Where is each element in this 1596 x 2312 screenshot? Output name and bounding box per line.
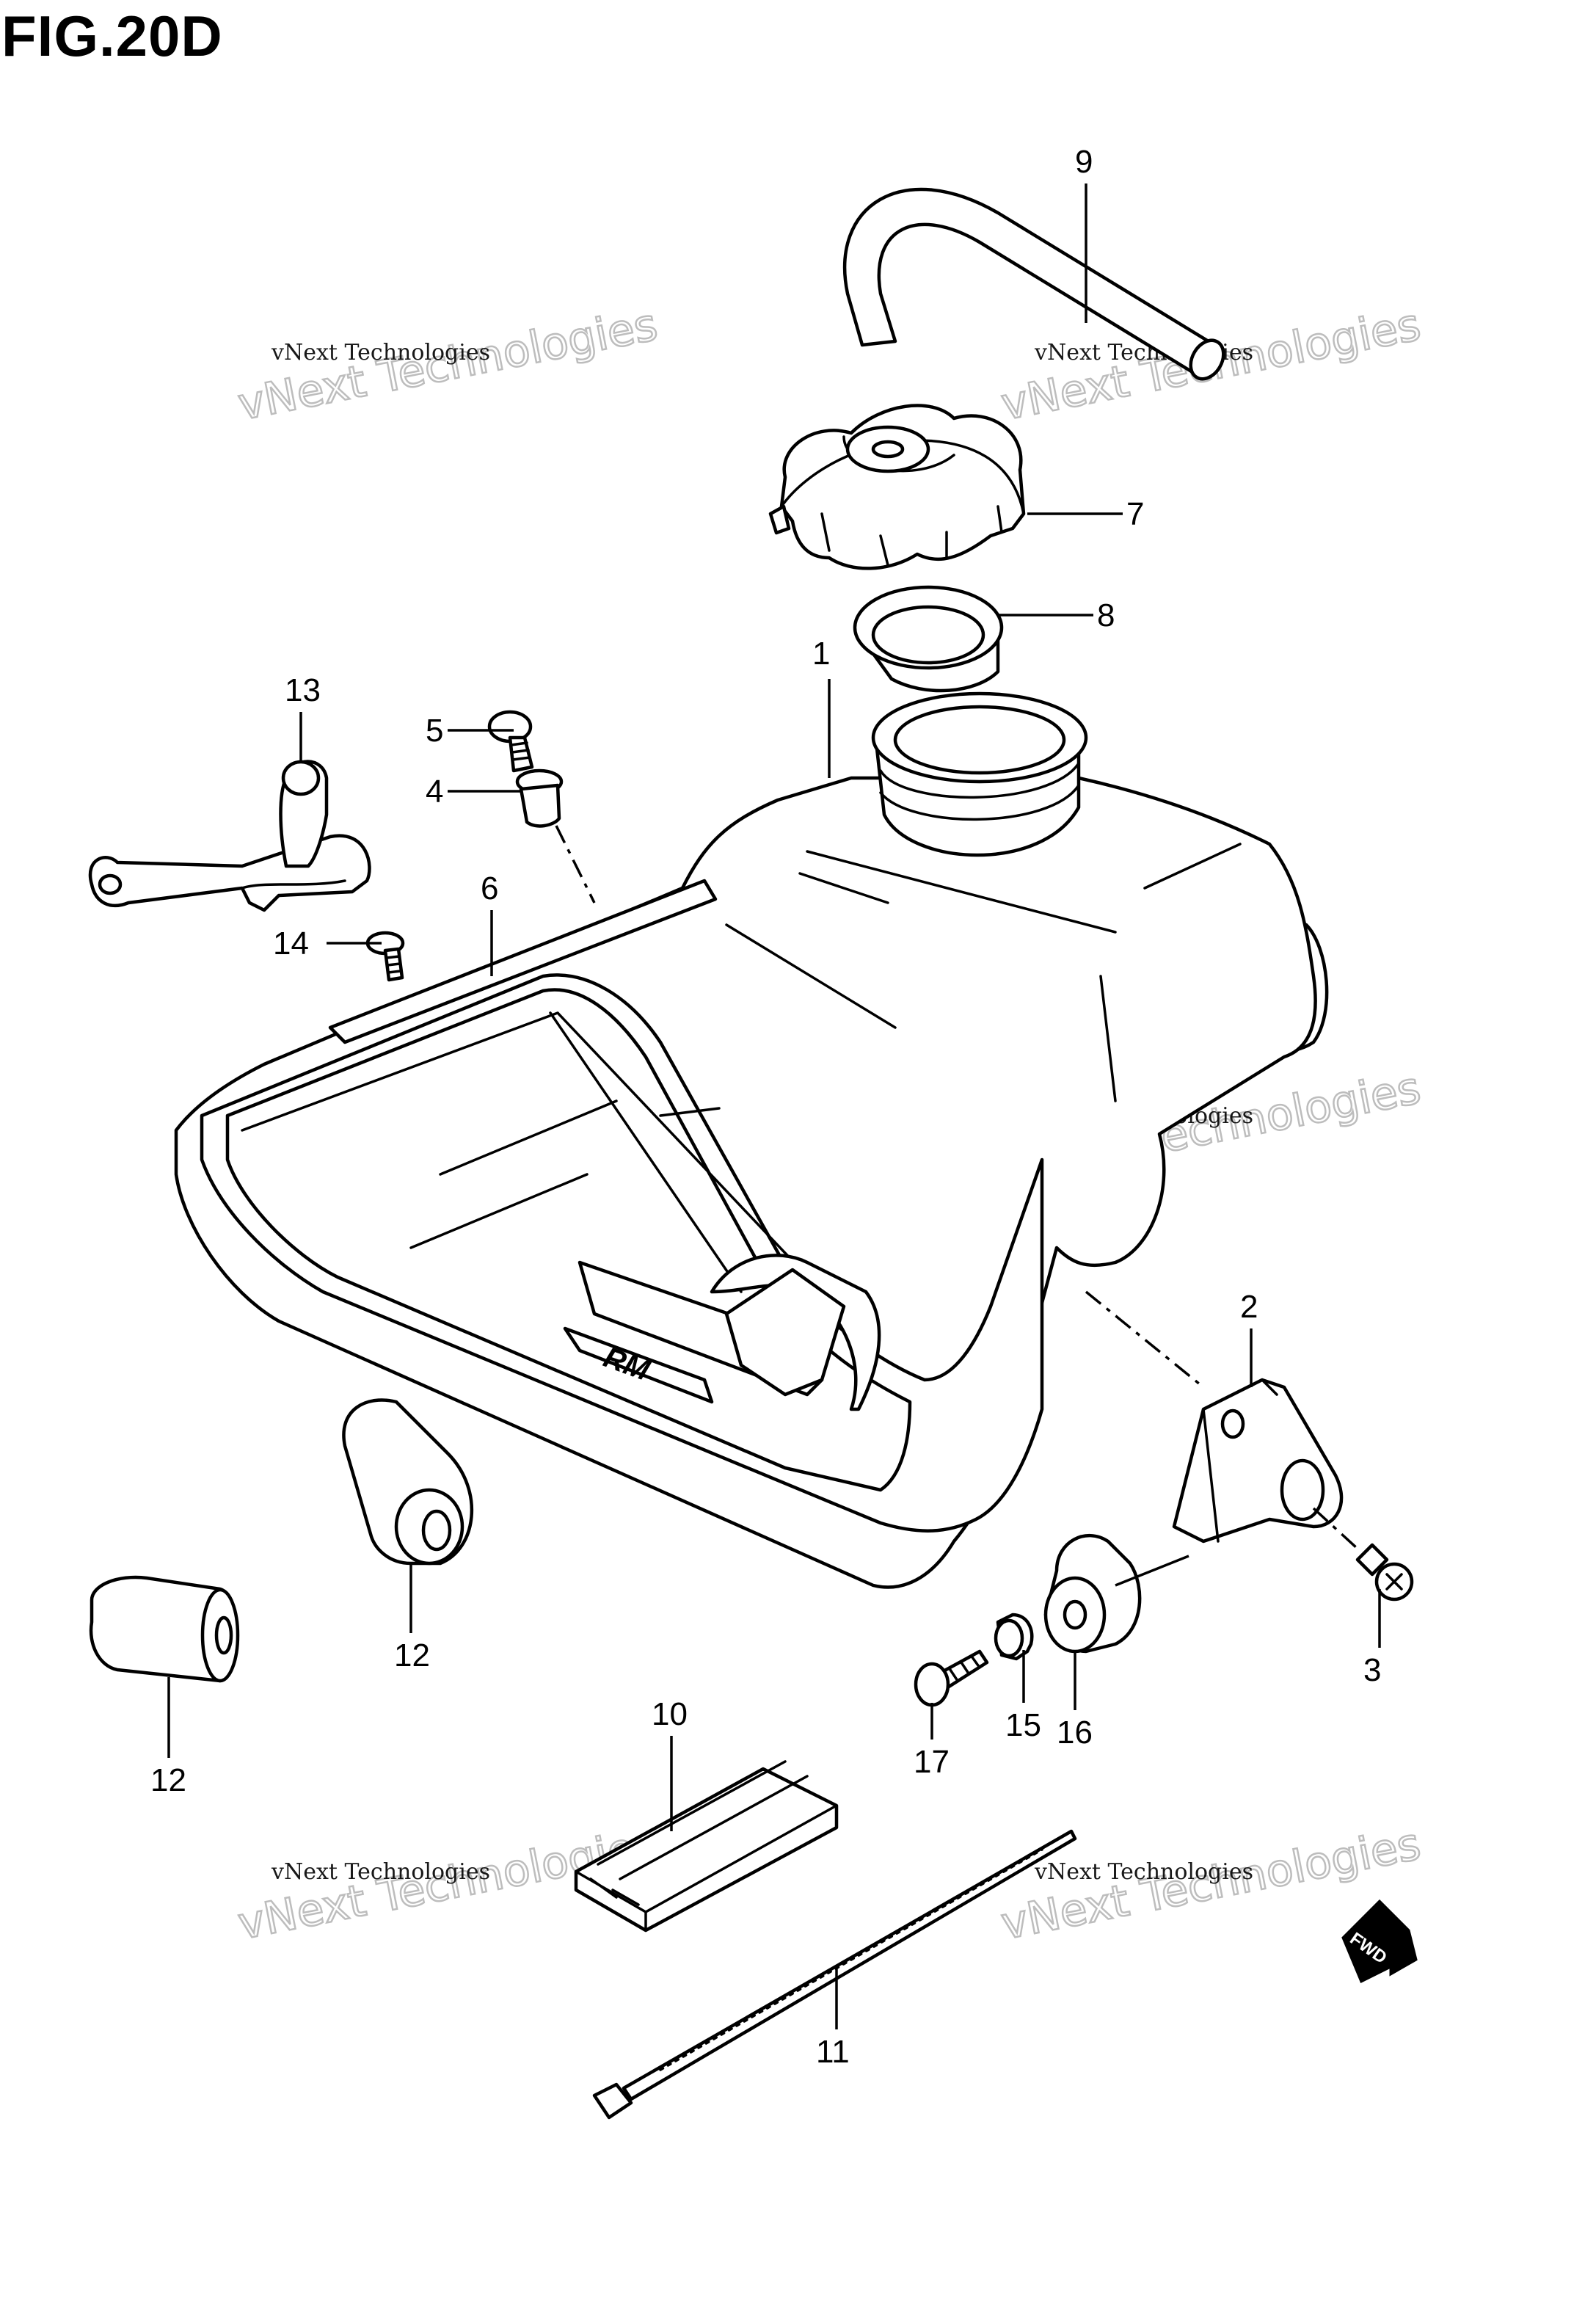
part-8-gasket bbox=[853, 585, 1004, 693]
watermark-text: vNext Technologies bbox=[1034, 1859, 1253, 1885]
part-12-cushion-lower bbox=[89, 1575, 240, 1683]
callout-1: 1 bbox=[812, 636, 830, 672]
callout-7: 7 bbox=[1126, 496, 1144, 532]
part-14-screw bbox=[365, 931, 405, 982]
callout-16: 16 bbox=[1057, 1715, 1093, 1751]
callout-11: 11 bbox=[816, 2034, 850, 2070]
callout-13: 13 bbox=[285, 672, 321, 708]
part-10-pad bbox=[574, 1760, 839, 1933]
callout-14: 14 bbox=[273, 926, 309, 961]
callout-2: 2 bbox=[1240, 1289, 1258, 1325]
callout-12-lower: 12 bbox=[150, 1762, 186, 1798]
part-4-collar bbox=[515, 768, 564, 828]
watermark-text: vNext Technologies bbox=[271, 1859, 490, 1885]
watermark-text: vNext Technologies bbox=[271, 340, 490, 366]
fwd-arrow: FWD bbox=[1341, 1899, 1418, 1984]
callout-3: 3 bbox=[1363, 1652, 1381, 1688]
callout-9: 9 bbox=[1075, 144, 1093, 180]
assembly-lines bbox=[555, 825, 1359, 1587]
callout-10: 10 bbox=[652, 1696, 688, 1732]
part-5-screw bbox=[487, 710, 534, 773]
watermark-top-left: vNext Technologies vNext Technologies bbox=[233, 298, 663, 432]
callout-4: 4 bbox=[426, 774, 443, 810]
callout-12-upper: 12 bbox=[394, 1637, 430, 1673]
part-16-cushion bbox=[1043, 1533, 1142, 1654]
part-15-collar bbox=[994, 1613, 1034, 1661]
callout-6: 6 bbox=[481, 870, 498, 906]
part-11-cable-tie bbox=[592, 1829, 1077, 2120]
callout-15: 15 bbox=[1005, 1707, 1041, 1743]
part-9-breather-hose bbox=[842, 187, 1225, 381]
part-12-cushion-upper bbox=[342, 1398, 474, 1566]
leader-lines bbox=[167, 183, 1381, 2029]
callout-17: 17 bbox=[914, 1744, 950, 1780]
callout-numbers: 1 2 3 4 5 6 7 8 9 10 11 12 12 13 14 15 1… bbox=[150, 144, 1381, 2070]
part-1-fuel-tank: RM bbox=[174, 691, 1329, 1589]
part-7-fuel-cap bbox=[768, 404, 1026, 570]
figure-title: FIG.20D bbox=[1, 4, 223, 68]
part-3-screw bbox=[1355, 1543, 1414, 1602]
callout-8: 8 bbox=[1097, 597, 1115, 633]
part-13-holder bbox=[88, 760, 371, 912]
callout-5: 5 bbox=[426, 713, 443, 749]
part-17-bolt bbox=[914, 1649, 989, 1707]
part-2-bracket bbox=[1172, 1378, 1344, 1544]
